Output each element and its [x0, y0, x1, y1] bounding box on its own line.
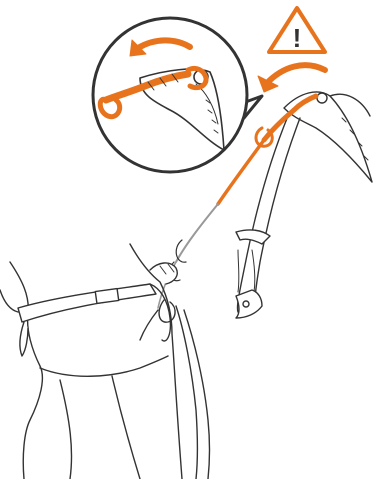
zoom-detail-callout	[93, 18, 262, 172]
warning-triangle-icon: !	[269, 8, 325, 53]
rotate-arrow-icon	[258, 65, 325, 92]
climber-figure	[0, 244, 210, 479]
warning-exclamation: !	[293, 23, 302, 53]
ice-axe	[236, 92, 372, 318]
